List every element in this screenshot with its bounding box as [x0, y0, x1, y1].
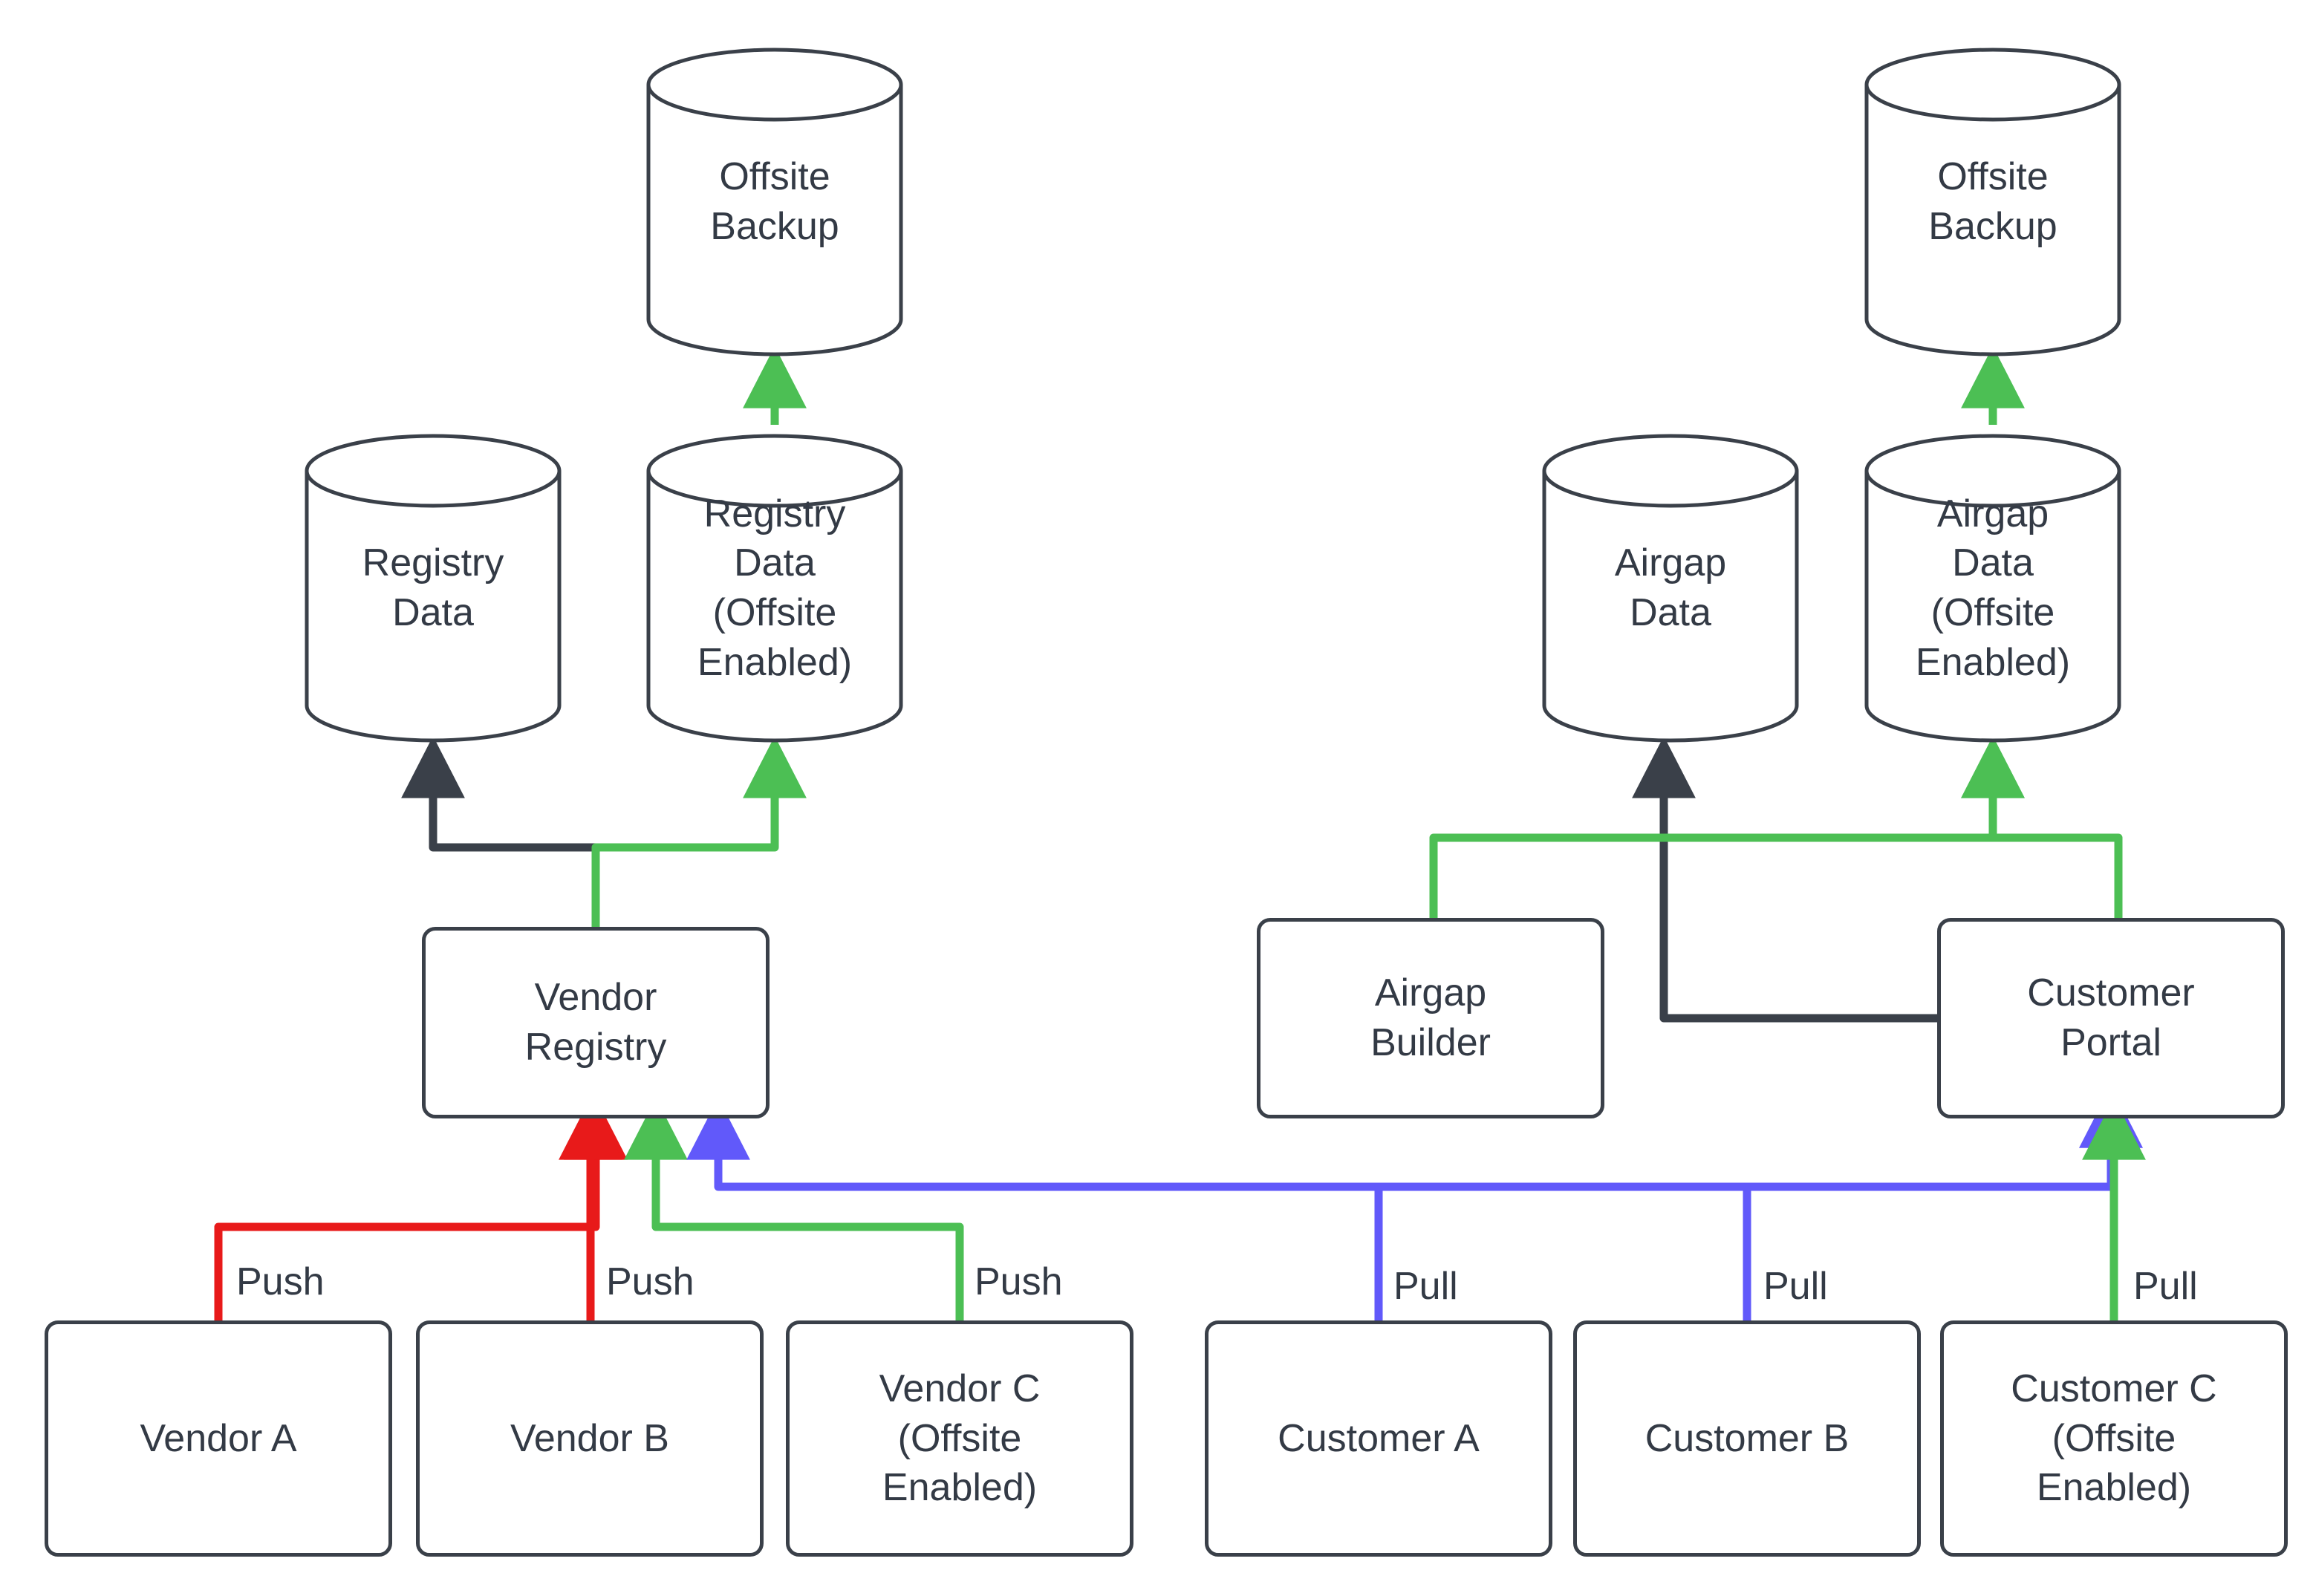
- node-label: Airgap Data: [1614, 541, 1727, 634]
- node-vendor-registry[interactable]: Vendor Registry: [422, 927, 770, 1118]
- edge-label-vendor-b-push: Push: [606, 1260, 694, 1303]
- cylinder-icon: [1542, 434, 1799, 743]
- cylinder-icon: [305, 434, 562, 743]
- edge-customer-portal-to-airgap-data: [1632, 735, 1937, 1023]
- edge-customer-portal-to-airgap-data-offsite: [1961, 735, 2123, 918]
- edge-vendor-registry-to-registry-data-offsite: [591, 735, 807, 927]
- node-label: Registry Data: [362, 541, 504, 634]
- cylinder-icon: [646, 434, 903, 743]
- node-customer-portal[interactable]: Customer Portal: [1937, 918, 2285, 1118]
- edge-customer-a-pull-to-customer-portal: [1374, 1085, 2143, 1320]
- edge-label-customer-b-pull: Pull: [1763, 1265, 1828, 1308]
- node-label: Airgap Data (Offsite Enabled): [1915, 492, 2071, 684]
- node-vendor-a[interactable]: Vendor A: [45, 1320, 392, 1557]
- node-customer-c[interactable]: Customer C (Offsite Enabled): [1940, 1320, 2288, 1557]
- node-label: Offsite Backup: [710, 155, 839, 248]
- node-offsite-backup-left[interactable]: Offsite Backup: [645, 46, 905, 358]
- node-airgap-data-offsite[interactable]: Airgap Data (Offsite Enabled): [1863, 432, 2123, 744]
- node-registry-data[interactable]: Registry Data: [303, 432, 563, 744]
- edge-label-customer-c-pull: Pull: [2133, 1265, 2198, 1308]
- node-airgap-builder[interactable]: Airgap Builder: [1257, 918, 1604, 1118]
- node-vendor-c[interactable]: Vendor C (Offsite Enabled): [786, 1320, 1133, 1557]
- edge-airgap-builder-to-airgap-data-offsite: [1429, 735, 2025, 918]
- node-registry-data-offsite[interactable]: Registry Data (Offsite Enabled): [645, 432, 905, 744]
- edge-customer-portal-to-vendor-registry: [686, 1097, 2115, 1191]
- edge-label-vendor-c-push: Push: [975, 1260, 1063, 1303]
- cylinder-icon: [1864, 434, 2121, 743]
- edge-label-vendor-a-push: Push: [236, 1260, 325, 1303]
- edge-vendor-c-push-to-vendor-registry: [624, 1097, 964, 1320]
- node-vendor-b[interactable]: Vendor B: [416, 1320, 764, 1557]
- edge-vendor-registry-to-registry-data: [401, 735, 600, 927]
- node-offsite-backup-right[interactable]: Offsite Backup: [1863, 46, 2123, 358]
- edge-label-customer-a-pull: Pull: [1393, 1265, 1458, 1308]
- node-airgap-data[interactable]: Airgap Data: [1541, 432, 1800, 744]
- node-label: Registry Data (Offsite Enabled): [697, 492, 853, 684]
- node-label: Offsite Backup: [1928, 155, 2057, 248]
- node-customer-b[interactable]: Customer B: [1573, 1320, 1921, 1557]
- cylinder-icon: [1864, 48, 2121, 356]
- node-customer-a[interactable]: Customer A: [1205, 1320, 1552, 1557]
- cylinder-icon: [646, 48, 903, 356]
